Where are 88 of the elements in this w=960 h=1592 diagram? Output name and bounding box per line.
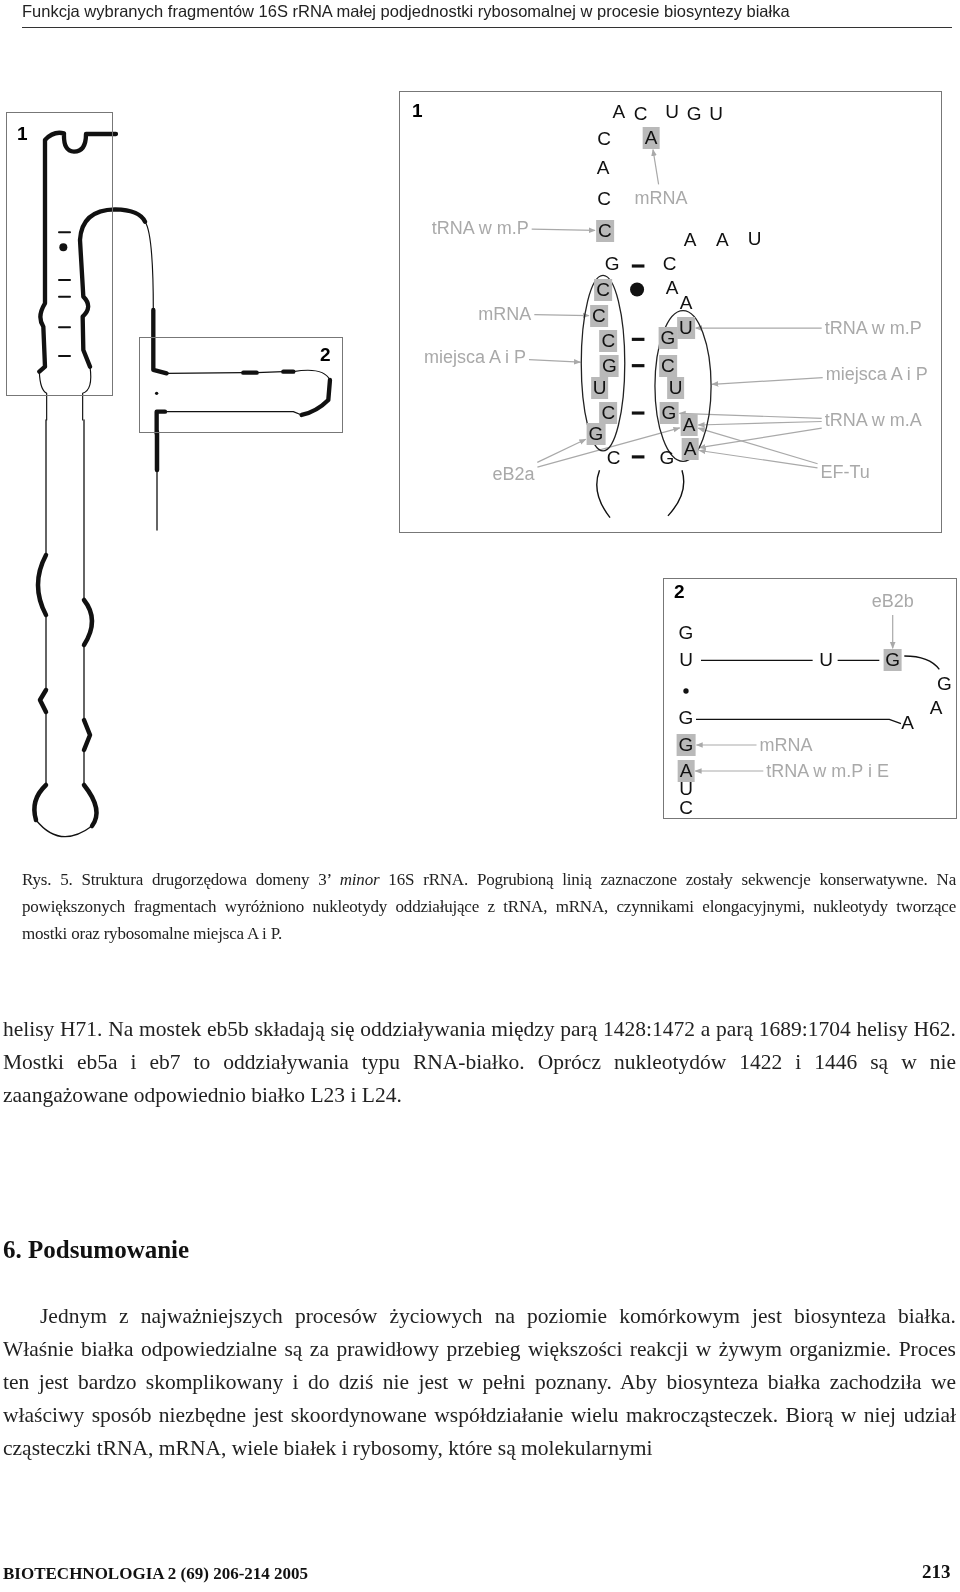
highlighted-nucleotide: C [595, 219, 614, 242]
panel-number: 2 [320, 344, 331, 366]
leader-arrow [533, 312, 590, 319]
highlighted-nucleotide: C [594, 279, 612, 302]
page-number: 213 [922, 1561, 951, 1583]
highlight-ellipse [654, 309, 712, 463]
nucleotide-letter: C [597, 127, 611, 150]
highlighted-nucleotide: G [676, 734, 696, 756]
leader-arrow [678, 410, 823, 419]
callout-frame [139, 337, 343, 433]
nucleotide-letter: C [597, 187, 611, 210]
highlighted-nucleotide: A [677, 760, 695, 782]
nucleotide-letter: U [747, 227, 762, 250]
leader-arrow [695, 742, 758, 748]
highlighted-nucleotide: U [666, 376, 685, 399]
highlighted-nucleotide: G [599, 355, 619, 377]
leader-arrow [536, 426, 681, 468]
nucleotide-letter: A [679, 291, 693, 314]
leader-arrow [528, 359, 581, 365]
highlighted-nucleotide: U [676, 317, 695, 340]
section-heading: 6. Podsumowanie [3, 1236, 190, 1264]
panel-number: 2 [674, 581, 685, 603]
callout-frame [6, 112, 113, 396]
nucleotide-letter: A [901, 711, 914, 734]
highlighted-nucleotide: C [659, 354, 677, 377]
inset-panel [663, 578, 957, 819]
leader-label: tRNA w m.P [824, 317, 922, 340]
nucleotide-letter: G [678, 621, 694, 644]
nucleotide-letter: A [715, 229, 729, 252]
leader-label: mRNA [634, 187, 688, 210]
leader-arrow [889, 614, 896, 649]
leader-label: tRNA w m.P i E [766, 760, 889, 782]
highlighted-nucleotide: A [680, 414, 698, 437]
nucleotide-letter: A [612, 101, 626, 124]
leader-label: mRNA [478, 303, 532, 326]
nucleotide-letter: G [678, 706, 694, 729]
leader-label: miejsca A i P [825, 363, 928, 386]
nucleotide-letter: C [633, 103, 648, 126]
figure-caption: Rys. 5. Struktura drugorzędowa domeny 3’ minor 16S rRNA. Pogrubioną linią zaznaczone zostały sekwencje konserwatywne. Na powiększonych fragmentach wyróżniono nukleotydy oddziałujące z tRNA, mRNA, czynnikami elongacyjnymi, nukleotydy tworzące mostki oraz rybosomalne miejsca A i P. [22, 869, 956, 945]
leader-arrow [695, 325, 823, 331]
leader-label: eB2b [871, 590, 914, 612]
running-header: Funkcja wybranych fragmentów 16S rRNA małej podjednostki rybosomalnej w procesie biosyntezy białka [22, 2, 952, 28]
leader-arrow [711, 377, 824, 387]
highlighted-nucleotide: C [589, 304, 608, 327]
leader-arrow [698, 427, 823, 450]
highlighted-nucleotide: C [599, 330, 618, 353]
leader-arrow [651, 148, 660, 185]
highlighted-nucleotide: A [681, 438, 699, 461]
journal-citation: BIOTECHNOLOGIA 2 (69) 206-214 2005 [3, 1564, 309, 1584]
nucleotide-letter: U [679, 649, 693, 672]
highlighted-nucleotide: G [586, 423, 606, 446]
leader-arrow [697, 420, 823, 428]
nucleotide-letter: G [604, 253, 620, 276]
nucleotide-letter: U [665, 101, 679, 124]
leader-label: tRNA w m.P [431, 217, 529, 240]
panel-number: 1 [412, 100, 423, 122]
nucleotide-letter: U [819, 649, 833, 672]
nucleotide-letter: G [659, 446, 675, 469]
highlighted-nucleotide: U [590, 376, 609, 399]
body-paragraph: Jednym z najważniejszych procesów życiowych na poziomie komórkowym jest biosynteza białka. Właśnie białka odpowiedzialne są za prawidłowy przebieg większości reakcji w żywym organizmie. Proces ten jest bardzo skomplikowany i do dziś nie jest w pełni poznany. Aby biosynteza białka zachodziła we właściwy sposób niezbędne jest skoordynowane współdziałanie wielu makrocząsteczek. Biorą w niej udział cząsteczki tRNA, mRNA, wiele białek i rybosomy, które są molekularnymi [3, 1303, 956, 1462]
highlighted-nucleotide: G [658, 326, 678, 349]
nucleotide-letter: G [686, 103, 702, 126]
leader-arrow [531, 227, 596, 234]
highlighted-nucleotide: A [642, 126, 660, 149]
body-paragraph: helisy H71. Na mostek eb5b składają się oddziaływania między parą 1428:1472 a parą 1689:1704 helisy H62. Mostki eb5a i eb7 to oddziaływania typu RNA-białko. Oprócz nukleotydów 1422 i 1446 są w nie zaangażowane odpowiednio białko L23 i L24. [3, 1016, 956, 1109]
highlighted-nucleotide: G [883, 649, 903, 672]
nucleotide-letter: A [596, 157, 610, 180]
leader-label: tRNA w m.A [824, 409, 922, 432]
panel-number: 1 [17, 123, 28, 145]
nucleotide-letter: A [683, 229, 697, 252]
leader-label: EF-Tu [820, 460, 870, 483]
inset-panel [399, 91, 942, 533]
nucleotide-letter: A [929, 696, 943, 719]
leader-label: mRNA [759, 734, 813, 756]
nucleotide-letter: C [606, 446, 621, 469]
nucleotide-letter: U [709, 103, 723, 126]
nucleotide-letter: G [936, 672, 952, 695]
highlighted-nucleotide: C [599, 402, 618, 425]
leader-label: miejsca A i P [423, 346, 526, 369]
highlighted-nucleotide: G [659, 402, 679, 424]
leader-arrow [536, 438, 587, 463]
nucleotide-letter: A [665, 276, 679, 299]
leader-arrow [698, 448, 819, 469]
highlight-ellipse [580, 274, 626, 452]
nucleotide-letter: C [662, 253, 677, 276]
leader-label: eB2a [492, 462, 535, 485]
leader-arrow [694, 768, 764, 774]
leader-arrow [697, 427, 819, 465]
